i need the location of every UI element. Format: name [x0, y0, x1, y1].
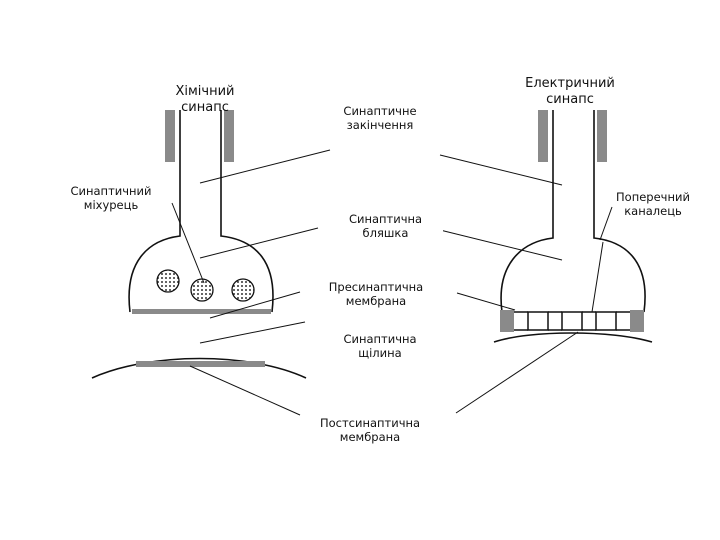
chemical-myelin-left — [165, 110, 175, 162]
chemical-synapse — [91, 110, 307, 379]
leader-postsynaptic-left — [189, 365, 301, 416]
electrical-myelin-right — [597, 110, 607, 162]
label-transverse-channel: Поперечний каналець — [616, 190, 690, 218]
synaptic-vesicle — [231, 278, 255, 302]
chemical-myelin-right — [224, 110, 234, 162]
electrical-myelin-left — [538, 110, 548, 162]
label-synaptic-cleft: Синаптична щілина — [320, 332, 440, 360]
gap-junction-channel — [561, 311, 583, 331]
leader-presynaptic-right — [456, 292, 516, 311]
leader-synaptic-ending-left — [199, 149, 331, 184]
synaptic-vesicle — [156, 269, 180, 293]
gap-junction-channels — [500, 310, 644, 332]
electrical-synapse — [493, 110, 653, 343]
leader-vesicle — [171, 202, 205, 284]
label-presynaptic-membrane: Пресинаптична мембрана — [306, 280, 446, 308]
chemical-axon-terminal-outline — [128, 110, 274, 313]
electrical-axon-terminal-outline — [500, 110, 646, 313]
electrical-synapse-title: Електричний синапс — [525, 76, 615, 107]
label-postsynaptic-membrane: Постсинаптична мембрана — [300, 416, 440, 444]
leader-synaptic-cleft — [199, 321, 306, 344]
label-synaptic-plaque: Синаптична бляшка — [328, 212, 443, 240]
leader-presynaptic-left — [209, 291, 301, 319]
chemical-presynaptic-membrane — [132, 309, 271, 314]
gap-junction-channel — [527, 311, 549, 331]
chemical-postsynaptic-cell-outline — [91, 357, 307, 379]
leader-synaptic-plaque-right — [439, 229, 563, 261]
label-synaptic-ending: Синаптичне закінчення — [325, 104, 435, 132]
leader-transverse-channel — [591, 241, 604, 313]
leader-transverse-channel-top — [599, 206, 613, 241]
gap-junction-channel — [500, 310, 514, 332]
leader-synaptic-plaque-left — [199, 227, 319, 259]
chemical-postsynaptic-membrane — [136, 361, 265, 367]
gap-junction-channel — [595, 311, 617, 331]
leader-postsynaptic-right — [455, 331, 579, 414]
gap-junction-channel — [630, 310, 644, 332]
leader-lines — [171, 149, 613, 416]
electrical-postsynaptic-cell-outline — [493, 332, 653, 343]
synaptic-vesicles — [156, 269, 255, 302]
leader-synaptic-ending-right — [439, 154, 563, 186]
label-synaptic-vesicle: Синаптичний міхурець — [70, 184, 152, 212]
chemical-synapse-title: Хімічний синапс — [175, 84, 235, 115]
synaptic-vesicle — [190, 278, 214, 302]
